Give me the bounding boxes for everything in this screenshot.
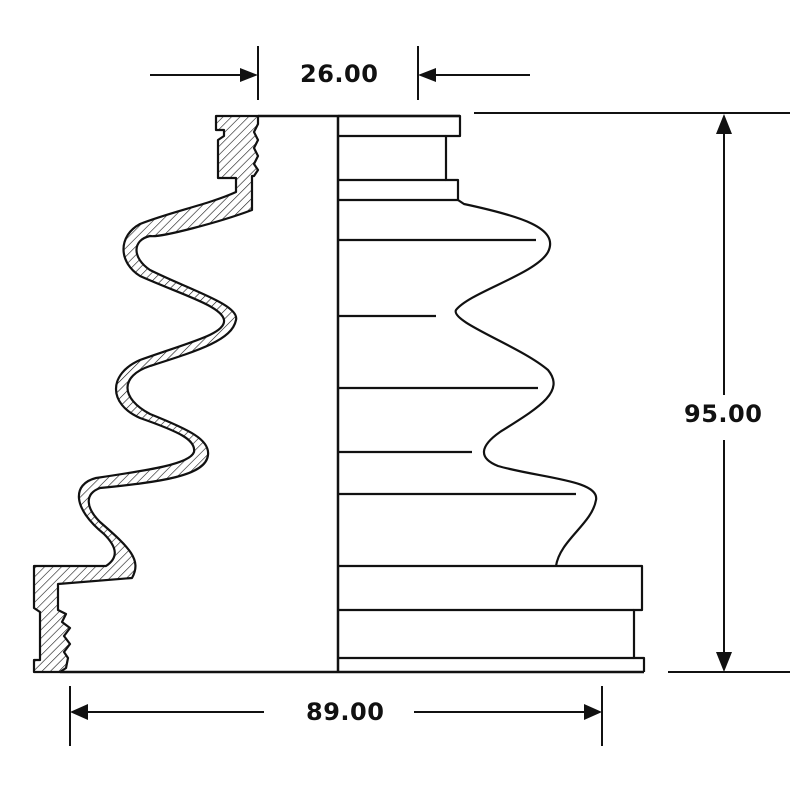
dimension-right xyxy=(474,112,790,673)
dimension-bottom-label: 89.00 xyxy=(306,698,385,726)
dimension-top xyxy=(150,46,530,100)
right-outline-view xyxy=(338,114,646,672)
left-section-wall xyxy=(32,114,260,674)
dimension-height-label: 95.00 xyxy=(684,400,763,428)
dimension-top-label: 26.00 xyxy=(300,60,379,88)
dimension-bottom xyxy=(69,686,603,746)
